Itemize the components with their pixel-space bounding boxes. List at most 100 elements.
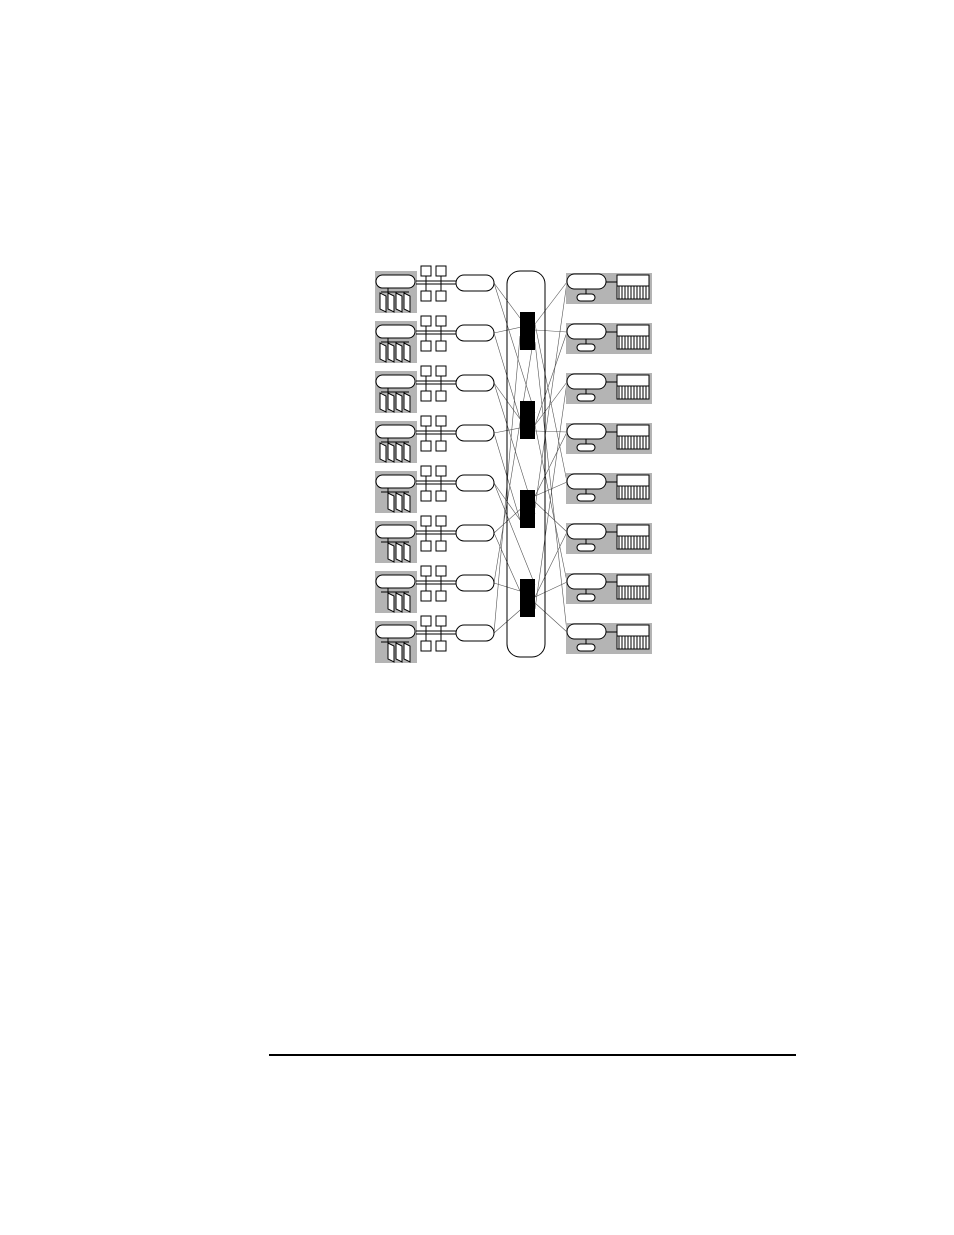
workstation-box xyxy=(421,366,431,376)
fabric-switch xyxy=(520,401,535,439)
cpu-board xyxy=(388,393,394,412)
storage-column xyxy=(566,273,652,654)
workstation-box xyxy=(421,291,431,301)
workstation-box xyxy=(436,316,446,326)
storage-unit xyxy=(566,273,652,304)
host-adapter xyxy=(456,525,494,541)
workstation-box xyxy=(436,591,446,601)
cpu-board xyxy=(396,343,402,362)
workstation-box xyxy=(421,416,431,426)
host-adapter xyxy=(456,475,494,491)
host-group xyxy=(375,466,494,513)
workstation-box xyxy=(421,391,431,401)
storage-controller xyxy=(567,624,606,639)
host-adapter xyxy=(456,325,494,341)
workstation-box xyxy=(421,266,431,276)
workstation-box xyxy=(421,566,431,576)
server-node xyxy=(376,425,415,438)
cpu-board xyxy=(388,643,394,662)
storage-port xyxy=(577,644,595,651)
server-node xyxy=(376,525,415,538)
server-node xyxy=(376,325,415,338)
storage-controller xyxy=(567,374,606,389)
storage-port xyxy=(577,394,595,401)
server-node xyxy=(376,375,415,388)
cpu-board xyxy=(388,493,394,512)
host-adapter xyxy=(456,375,494,391)
cpu-board xyxy=(404,493,410,512)
server-node xyxy=(376,575,415,588)
workstation-box xyxy=(436,366,446,376)
storage-unit xyxy=(566,523,652,554)
fabric-link xyxy=(494,330,535,583)
fabric-link xyxy=(535,324,567,482)
workstation-box xyxy=(421,591,431,601)
fabric-switch xyxy=(520,312,535,350)
cpu-board xyxy=(388,593,394,612)
storage-port xyxy=(577,544,595,551)
fabric-link xyxy=(535,431,567,432)
storage-unit xyxy=(566,573,652,604)
storage-controller xyxy=(567,274,606,289)
host-adapter xyxy=(456,625,494,641)
host-adapter xyxy=(456,575,494,591)
host-group xyxy=(375,316,494,363)
fabric-link xyxy=(535,603,567,632)
storage-unit xyxy=(566,323,652,354)
cpu-board xyxy=(404,593,410,612)
workstation-box xyxy=(421,541,431,551)
storage-unit xyxy=(566,473,652,504)
fabric-link xyxy=(535,330,567,332)
workstation-box xyxy=(436,641,446,651)
server-node xyxy=(376,475,415,488)
workstation-box xyxy=(421,641,431,651)
storage-unit xyxy=(566,373,652,404)
fabric-link xyxy=(535,332,567,425)
host-group xyxy=(375,616,494,663)
cpu-board xyxy=(388,293,394,312)
workstation-box xyxy=(436,516,446,526)
host-group xyxy=(375,566,494,613)
storage-port xyxy=(577,294,595,301)
cpu-board xyxy=(404,543,410,562)
workstation-box xyxy=(436,416,446,426)
host-group xyxy=(375,416,494,463)
workstation-box xyxy=(436,541,446,551)
storage-port xyxy=(577,444,595,451)
cpu-board xyxy=(396,593,402,612)
cpu-board xyxy=(380,443,386,462)
host-adapter xyxy=(456,275,494,291)
fabric-link xyxy=(535,502,567,532)
cpu-board xyxy=(388,443,394,462)
cpu-board xyxy=(404,293,410,312)
workstation-box xyxy=(436,291,446,301)
workstation-box xyxy=(436,616,446,626)
cpu-board xyxy=(380,343,386,362)
cpu-board xyxy=(396,543,402,562)
server-node xyxy=(376,625,415,638)
fabric-link xyxy=(535,282,567,508)
host-column xyxy=(375,266,494,663)
server-node xyxy=(376,275,415,288)
workstation-box xyxy=(436,391,446,401)
workstation-box xyxy=(421,516,431,526)
storage-port xyxy=(577,494,595,501)
workstation-box xyxy=(421,441,431,451)
workstation-box xyxy=(436,441,446,451)
cpu-board xyxy=(388,543,394,562)
workstation-box xyxy=(436,466,446,476)
storage-port xyxy=(577,594,595,601)
cpu-board xyxy=(380,393,386,412)
fabric-link xyxy=(535,382,567,609)
cpu-board xyxy=(396,393,402,412)
fabric-switch-layer xyxy=(520,312,535,617)
fabric-switch xyxy=(520,579,535,617)
cpu-board xyxy=(404,643,410,662)
cpu-board xyxy=(404,343,410,362)
cpu-board xyxy=(404,393,410,412)
footer-rule xyxy=(269,1054,796,1056)
cpu-board xyxy=(396,443,402,462)
storage-unit xyxy=(566,623,652,654)
storage-controller xyxy=(567,424,606,439)
